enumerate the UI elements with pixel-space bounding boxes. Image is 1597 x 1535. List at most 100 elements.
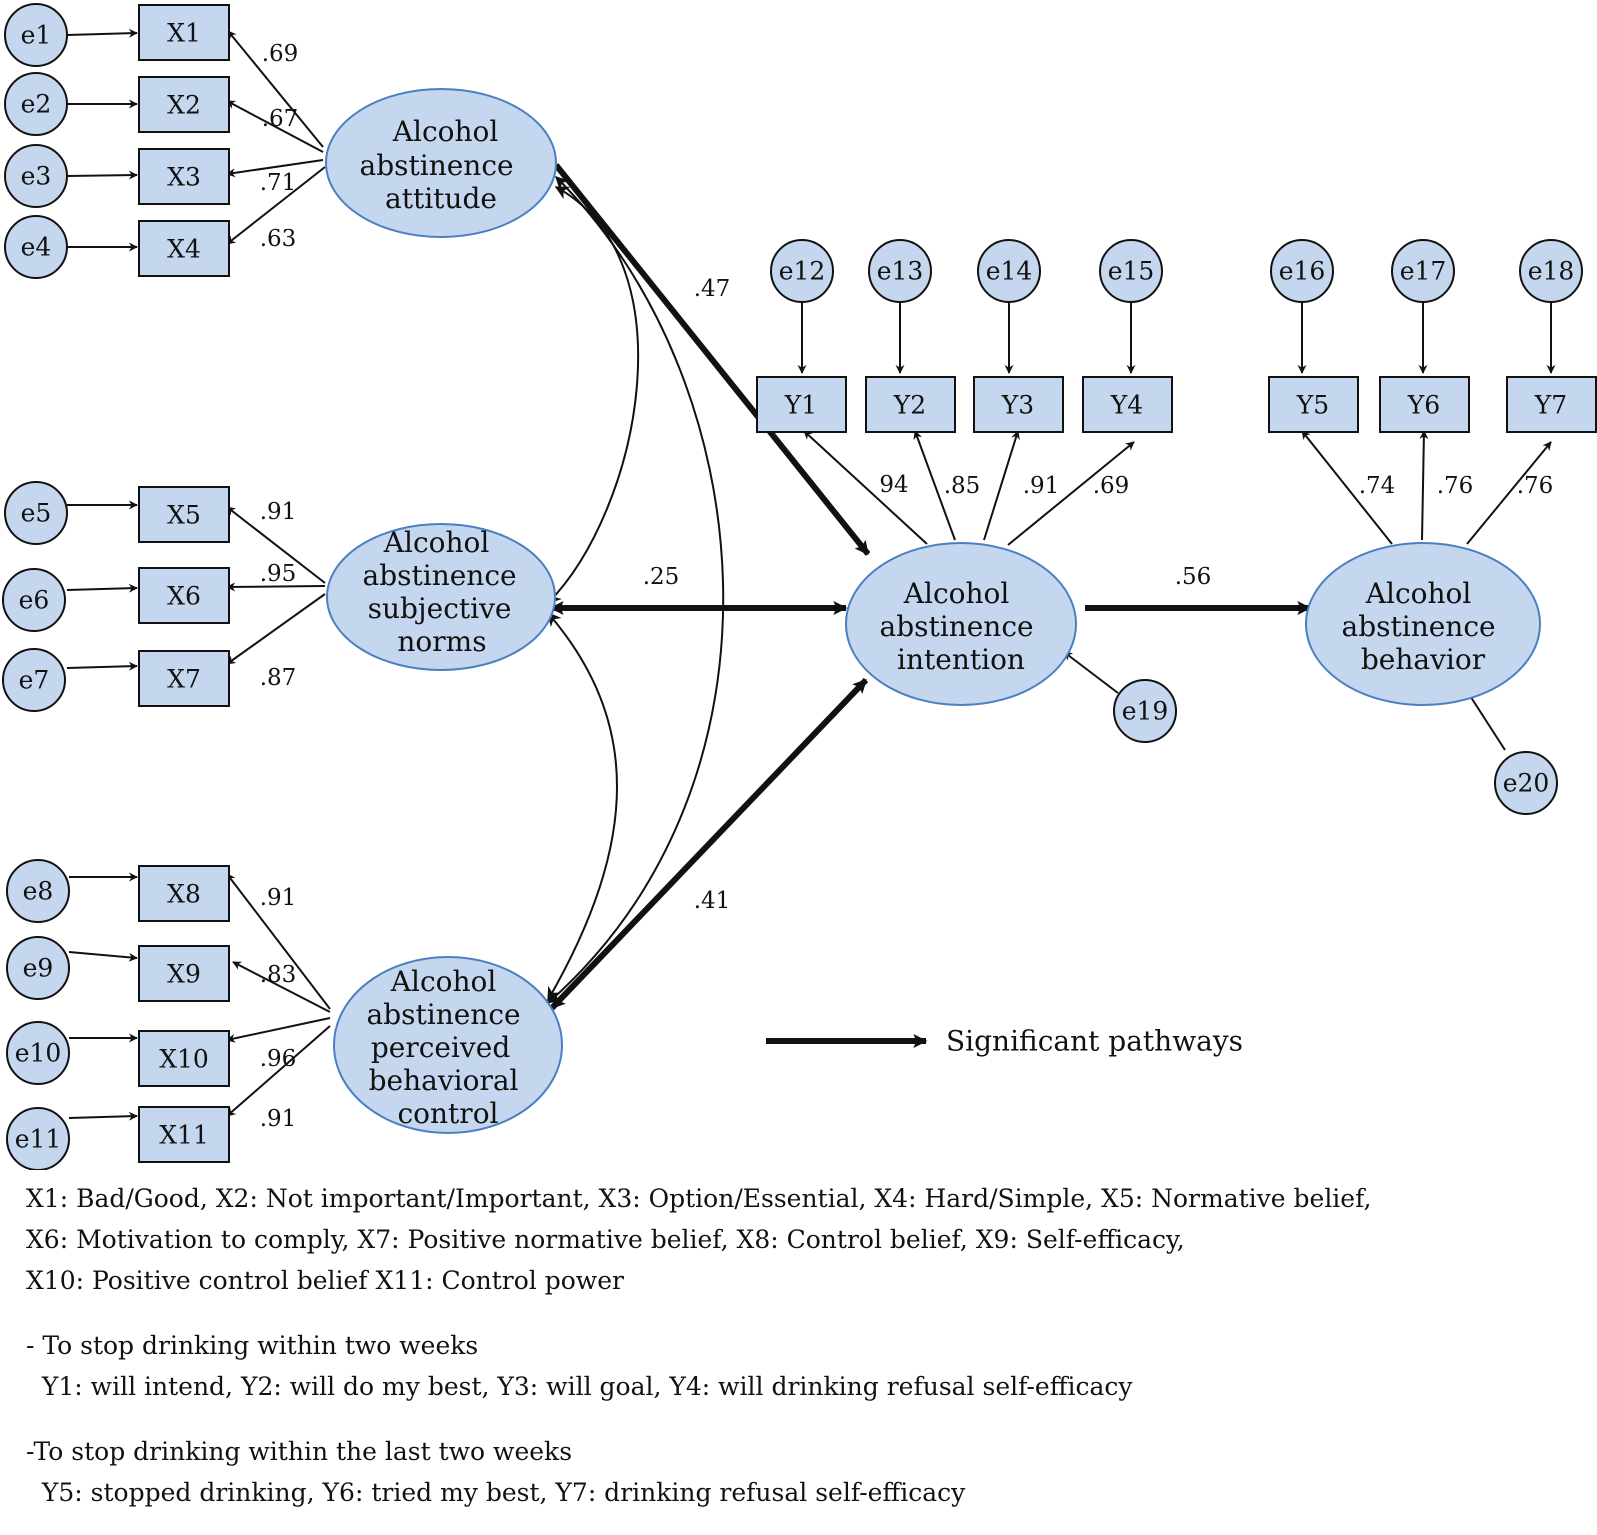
loading-path-y3 bbox=[983, 430, 1020, 541]
latent-attitude-label: Alcohol abstinence attitude bbox=[360, 115, 523, 215]
loading-value-x5: .91 bbox=[260, 499, 297, 525]
latent-control-label: Alcohol abstinence perceived behavioral … bbox=[367, 965, 530, 1130]
variable-notes: X1: Bad/Good, X2: Not important/Importan… bbox=[26, 1178, 1586, 1513]
loading-path-y2 bbox=[913, 430, 956, 541]
error-circle-e9 bbox=[6, 936, 70, 1000]
error-circle-e10 bbox=[6, 1021, 70, 1085]
error-circle-e8 bbox=[6, 859, 70, 923]
loading-path-y5 bbox=[1301, 430, 1393, 545]
error-label-e6: e6 bbox=[19, 586, 50, 615]
error-label-e17: e17 bbox=[1400, 257, 1447, 286]
error-circle-e12 bbox=[770, 239, 834, 303]
latent-control bbox=[333, 956, 563, 1134]
loading-value-y7: .76 bbox=[1517, 473, 1554, 499]
x-notes-line-1: X1: Bad/Good, X2: Not important/Importan… bbox=[26, 1184, 1372, 1213]
loading-path-x1 bbox=[227, 30, 324, 148]
error-label-e3: e3 bbox=[21, 162, 52, 191]
indicator-label-x7: X7 bbox=[167, 665, 201, 694]
indicator-label-x11: X11 bbox=[159, 1121, 209, 1150]
loading-value-x8: .91 bbox=[260, 885, 297, 911]
indicator-label-x3: X3 bbox=[167, 163, 201, 192]
error-label-e1: e1 bbox=[21, 21, 52, 50]
error-circle-e17 bbox=[1391, 239, 1455, 303]
y-notes-heading-2: -To stop drinking within the last two we… bbox=[26, 1437, 573, 1466]
loading-path-x9 bbox=[232, 961, 331, 1013]
error-label-e18: e18 bbox=[1528, 257, 1575, 286]
y-notes-line-2: Y5: stopped drinking, Y6: tried my best,… bbox=[26, 1478, 966, 1507]
indicator-box-x5 bbox=[138, 486, 230, 543]
error-circle-e5 bbox=[4, 481, 68, 545]
loading-value-y1: 94 bbox=[879, 472, 908, 498]
error-circle-e4 bbox=[4, 215, 68, 279]
loading-value-y4: .69 bbox=[1093, 473, 1130, 499]
loading-path-y6 bbox=[1419, 430, 1429, 541]
loading-path-x10 bbox=[226, 1017, 331, 1043]
error-circle-e7 bbox=[2, 648, 66, 712]
loading-value-y6: .76 bbox=[1437, 473, 1474, 499]
error-circle-e6 bbox=[2, 568, 66, 632]
path-value-attitude-intention: .47 bbox=[694, 276, 731, 302]
indicator-box-y4 bbox=[1082, 376, 1173, 433]
loading-path-x5 bbox=[226, 506, 326, 584]
error-path-e7 bbox=[66, 661, 138, 671]
indicator-box-y5 bbox=[1268, 376, 1359, 433]
error-label-e13: e13 bbox=[877, 257, 924, 286]
loading-path-x3 bbox=[226, 159, 324, 178]
indicator-label-x9: X9 bbox=[167, 960, 201, 989]
indicator-label-y2: Y2 bbox=[893, 391, 926, 420]
indicator-label-x10: X10 bbox=[159, 1045, 209, 1074]
path-value-norms-intention: .25 bbox=[643, 564, 680, 590]
indicator-label-x8: X8 bbox=[167, 880, 201, 909]
error-label-e2: e2 bbox=[21, 90, 52, 119]
error-label-e16: e16 bbox=[1279, 257, 1326, 286]
indicator-box-y7 bbox=[1506, 376, 1597, 433]
indicator-box-y3 bbox=[973, 376, 1064, 433]
indicator-box-x11 bbox=[138, 1106, 230, 1163]
error-circle-e16 bbox=[1270, 239, 1334, 303]
indicator-box-x7 bbox=[138, 650, 230, 707]
latent-behavior bbox=[1305, 542, 1541, 706]
error-circle-e1 bbox=[4, 3, 68, 67]
indicator-label-x6: X6 bbox=[167, 582, 201, 611]
error-label-e8: e8 bbox=[23, 877, 54, 906]
covariance-attitude-norms bbox=[547, 186, 639, 604]
x-notes-line-3: X10: Positive control belief X11: Contro… bbox=[26, 1266, 624, 1295]
loading-value-x3: .71 bbox=[260, 170, 297, 196]
error-label-e20: e20 bbox=[1503, 769, 1550, 798]
error-circle-e14 bbox=[977, 239, 1041, 303]
indicator-label-y1: Y1 bbox=[784, 391, 817, 420]
loading-value-x11: .91 bbox=[260, 1106, 297, 1132]
loading-value-x9: .83 bbox=[260, 962, 297, 988]
error-path-e3 bbox=[66, 170, 138, 180]
error-circle-e19 bbox=[1113, 679, 1177, 743]
loading-value-x10: .96 bbox=[260, 1046, 297, 1072]
loading-value-x1: .69 bbox=[262, 41, 299, 67]
error-path-e6 bbox=[66, 583, 138, 593]
loading-path-x7 bbox=[226, 593, 326, 665]
error-path-e9 bbox=[68, 951, 138, 962]
latent-behavior-label: Alcohol abstinence behavior bbox=[1342, 577, 1505, 676]
error-label-e11: e11 bbox=[15, 1125, 62, 1154]
legend-label: Significant pathways bbox=[946, 1025, 1243, 1058]
error-circle-e2 bbox=[4, 72, 68, 136]
error-circle-e13 bbox=[868, 239, 932, 303]
error-label-e5: e5 bbox=[21, 499, 52, 528]
loading-path-x8 bbox=[226, 873, 331, 1010]
loading-path-x2 bbox=[226, 100, 324, 153]
indicator-box-y2 bbox=[865, 376, 956, 433]
error-label-e19: e19 bbox=[1122, 697, 1169, 726]
loading-path-x6 bbox=[226, 582, 326, 592]
path-attitude-intention bbox=[553, 163, 871, 556]
loading-path-y7 bbox=[1466, 441, 1552, 545]
loading-value-x7: .87 bbox=[260, 665, 297, 691]
error-label-e14: e14 bbox=[986, 257, 1033, 286]
error-path-e11 bbox=[68, 1111, 138, 1121]
error-label-e10: e10 bbox=[15, 1039, 62, 1068]
error-path-e19 bbox=[1063, 651, 1119, 694]
indicator-box-x2 bbox=[138, 76, 230, 133]
indicator-box-x3 bbox=[138, 148, 230, 205]
loading-path-y4 bbox=[1007, 441, 1135, 546]
loading-value-y5: .74 bbox=[1359, 473, 1396, 499]
indicator-box-x8 bbox=[138, 865, 230, 922]
indicator-box-x9 bbox=[138, 945, 230, 1002]
